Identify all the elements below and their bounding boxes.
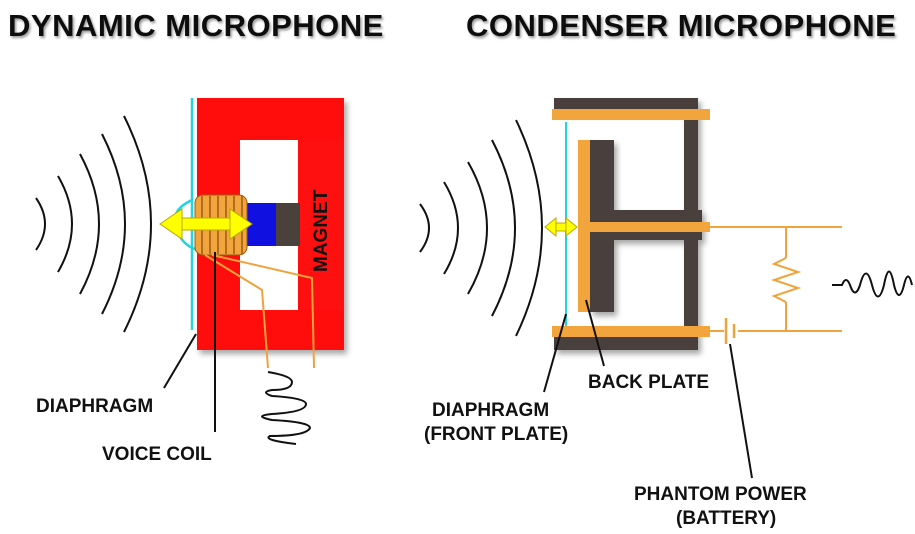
dynamic-diaphragm-label: DIAPHRAGM [36, 396, 153, 417]
phantom-power-label-line1: PHANTOM POWER [634, 484, 807, 505]
diaphragm-leader-dynamic [163, 333, 197, 389]
motion-arrow-dynamic [159, 208, 253, 240]
voice-coil-label: VOICE COIL [102, 444, 212, 465]
magnet-right-wall [300, 140, 344, 310]
magnet-core [276, 203, 300, 246]
dynamic-output-signal [261, 371, 312, 445]
back-plate-label: BACK PLATE [588, 372, 709, 393]
back-plate [578, 140, 590, 312]
phantom-power-label-line2: (BATTERY) [676, 508, 776, 529]
condenser-sound-waves [419, 119, 543, 337]
condenser-diaphragm-label-line1: DIAPHRAGM [432, 400, 549, 421]
magnet-label: MAGNET [311, 189, 332, 272]
bottom-plate [552, 326, 710, 337]
phantom-power-leader [729, 343, 753, 479]
coil-wires [204, 254, 315, 369]
condenser-circuit [710, 226, 842, 344]
dynamic-title: DYNAMIC MICROPHONE [8, 8, 384, 43]
dynamic-sound-waves [35, 115, 152, 333]
back-plate-leader [585, 299, 605, 367]
condenser-output-signal [832, 270, 913, 298]
motion-arrow-condenser [544, 216, 578, 238]
condenser-diaphragm-label-line2: (FRONT PLATE) [424, 424, 568, 445]
diaphragm-leader-condenser [543, 313, 567, 393]
back-plate-stem [590, 222, 710, 232]
top-plate [552, 109, 710, 120]
condenser-title: CONDENSER MICROPHONE [466, 8, 896, 43]
